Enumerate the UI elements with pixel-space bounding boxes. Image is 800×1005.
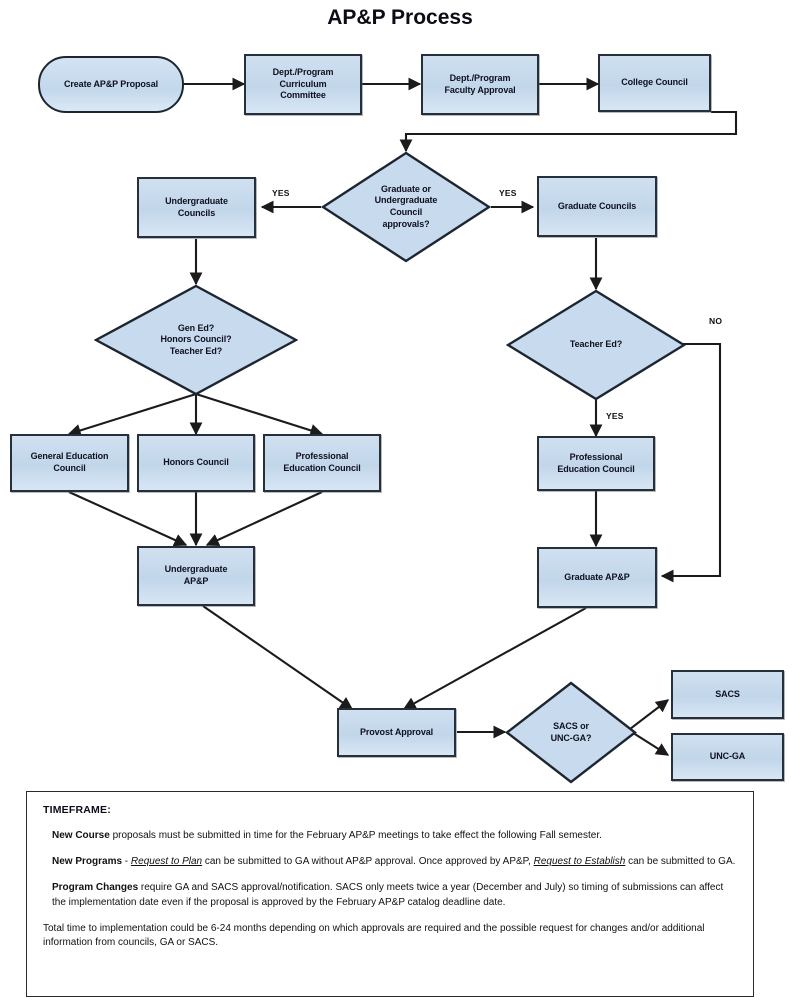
node-label: Create AP&P Proposal bbox=[63, 78, 159, 89]
timeframe-paragraph-total-time: Total time to implementation could be 6-… bbox=[43, 922, 705, 948]
node-label: SACS bbox=[715, 688, 740, 699]
node-gen-ed-decision[interactable]: Gen Ed?Honors Council?Teacher Ed? bbox=[94, 284, 298, 396]
timeframe-panel: TIMEFRAME: New Course proposals must be … bbox=[26, 791, 754, 997]
node-unc-ga[interactable]: UNC-GA bbox=[671, 733, 784, 781]
edge-undergradAPP-to-provost bbox=[202, 605, 354, 710]
edge-gradAPP-to-provost bbox=[402, 607, 587, 710]
edge-label-no-teacher-ed: NO bbox=[709, 316, 723, 326]
node-label: Gen Ed?Honors Council?Teacher Ed? bbox=[160, 322, 232, 356]
edge-label-yes-undergraduate: YES bbox=[272, 188, 290, 198]
node-graduate-apandp[interactable]: Graduate AP&P bbox=[537, 547, 657, 608]
diamond-shape bbox=[505, 681, 637, 784]
edge-genEd-to-generalEducation bbox=[67, 392, 197, 437]
edge-label-yes-teacher-ed: YES bbox=[606, 411, 624, 421]
diamond-shape bbox=[94, 284, 298, 396]
diamond-shape bbox=[321, 151, 491, 263]
edge-label-yes-graduate: YES bbox=[499, 188, 517, 198]
node-label: UNC-GA bbox=[709, 751, 746, 762]
node-college-council[interactable]: College Council bbox=[598, 54, 711, 112]
node-graduate-councils[interactable]: Graduate Councils bbox=[537, 176, 657, 237]
node-label: Provost Approval bbox=[359, 726, 434, 737]
node-label: College Council bbox=[621, 77, 688, 88]
timeframe-heading: TIMEFRAME: bbox=[43, 804, 111, 816]
edge-professionalEducation-to-undergradAPP bbox=[205, 491, 323, 547]
node-sacs[interactable]: SACS bbox=[671, 670, 784, 719]
edge-teacherEd-no-gradAPP bbox=[660, 342, 722, 583]
node-honors-council[interactable]: Honors Council bbox=[137, 434, 255, 492]
timeframe-paragraph-new-programs: New Programs - Request to Plan can be su… bbox=[52, 856, 736, 868]
timeframe-paragraph-new-course: New Course proposals must be submitted i… bbox=[52, 830, 602, 841]
edge-generalEducation-to-undergradAPP bbox=[68, 491, 188, 547]
node-label: Graduate AP&P bbox=[564, 571, 630, 582]
page-title: AP&P Process bbox=[327, 6, 473, 29]
node-label: Honors Council bbox=[163, 457, 229, 468]
node-label: Graduate Councils bbox=[557, 200, 637, 211]
edge-college-to-decision bbox=[399, 110, 738, 153]
timeframe-paragraph-program-changes: Program Changes require GA and SACS appr… bbox=[52, 882, 724, 908]
node-label: Teacher Ed? bbox=[569, 339, 623, 350]
node-teacher-ed-decision[interactable]: Teacher Ed? bbox=[506, 289, 686, 401]
node-provost-approval[interactable]: Provost Approval bbox=[337, 708, 456, 757]
edge-genEd-to-professionalEducation bbox=[195, 392, 324, 437]
diamond-shape bbox=[506, 289, 686, 401]
node-create-proposal[interactable]: Create AP&P Proposal bbox=[38, 56, 184, 113]
